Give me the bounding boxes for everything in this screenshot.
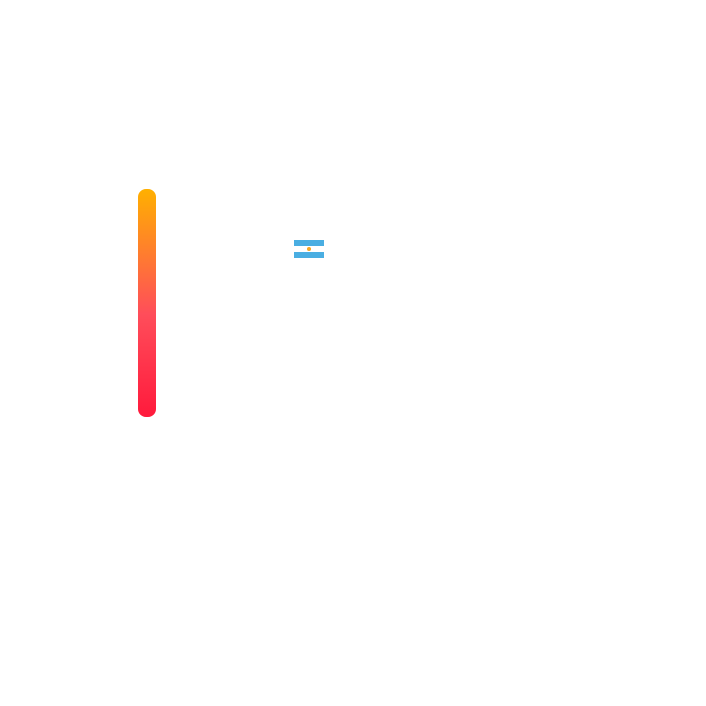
argentina-flag-icon xyxy=(294,240,324,258)
gradient-bar xyxy=(138,189,156,417)
